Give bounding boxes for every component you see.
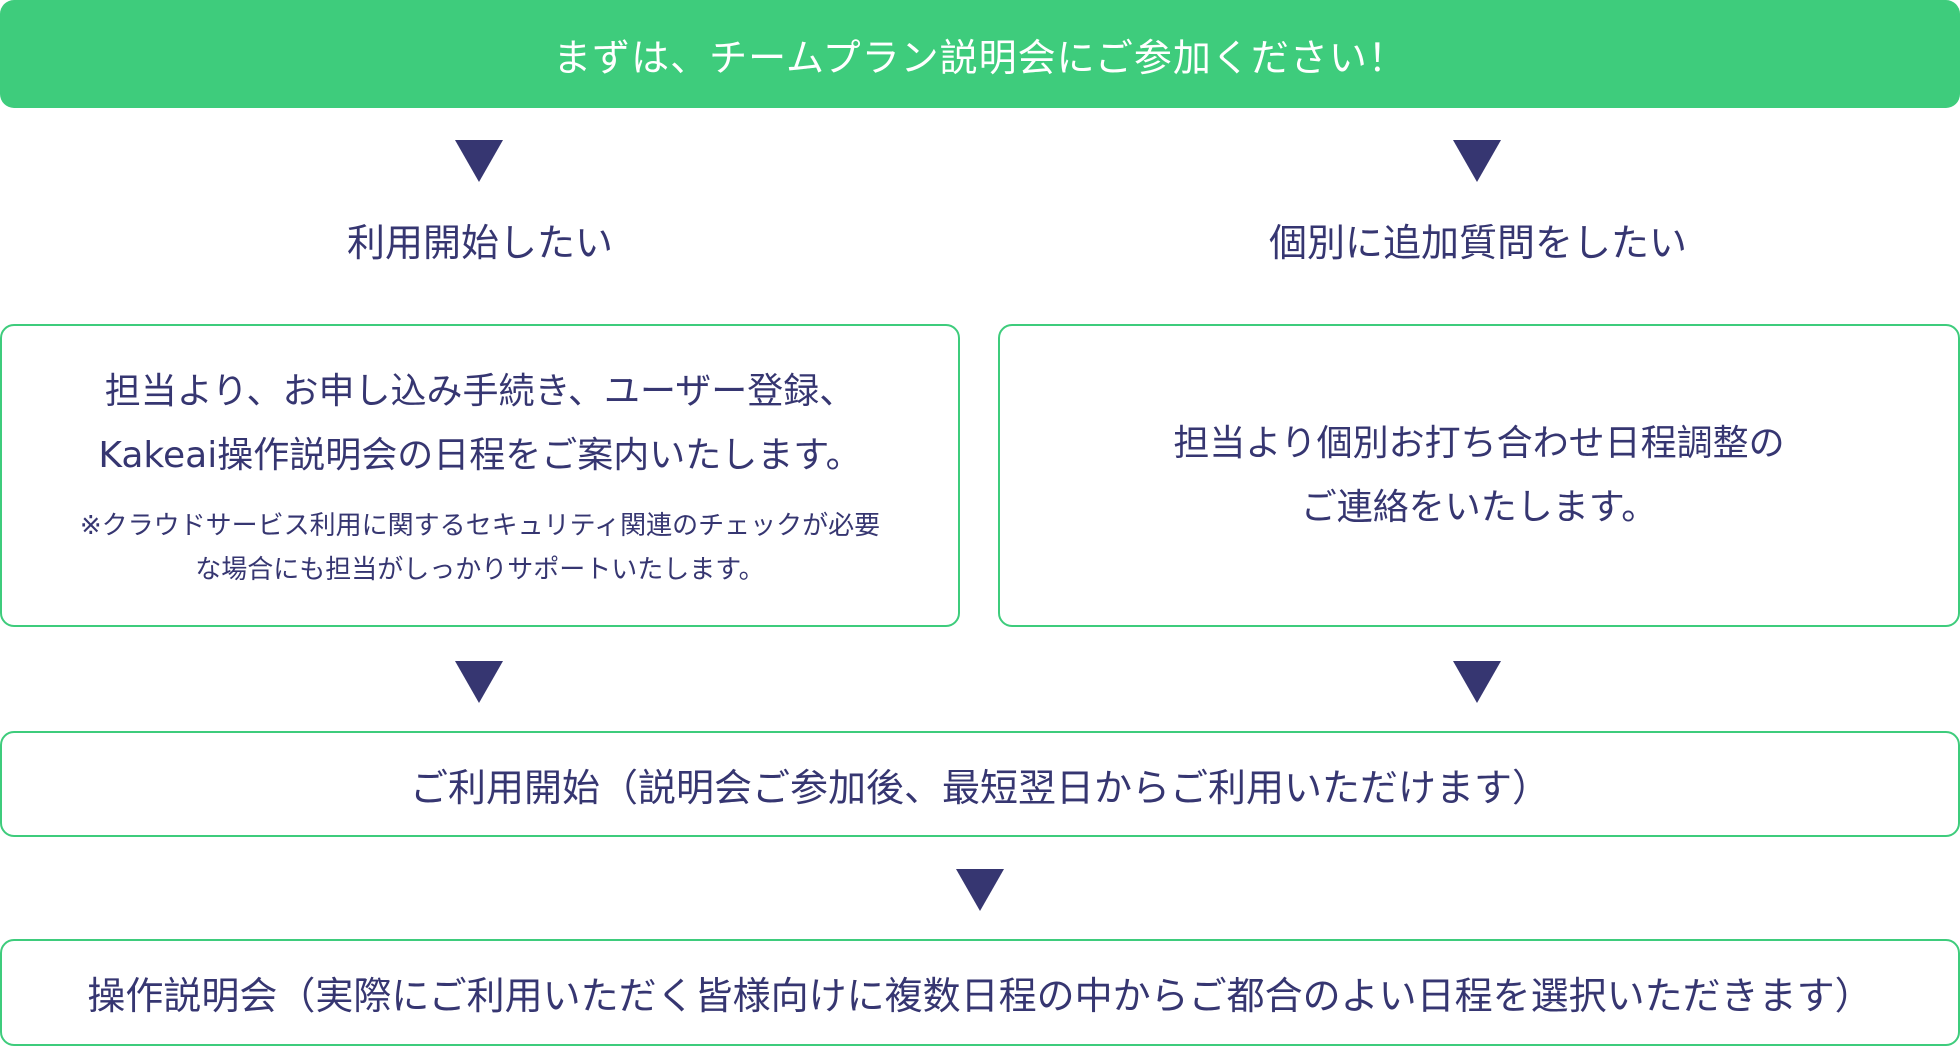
arrow-down-icon <box>1453 140 1501 182</box>
start-use-line-2: Kakeai操作説明会の日程をご案内いたします。 <box>98 434 862 476</box>
individual-meeting-line-1: 担当より個別お打ち合わせ日程調整の <box>1173 422 1785 464</box>
arrow-down-icon <box>455 140 503 182</box>
box-operation-session: 操作説明会（実際にご利用いただく皆様向けに複数日程の中からご都合のよい日程を選択… <box>0 939 1960 1046</box>
branch-label-start-use: 利用開始したい <box>346 221 613 265</box>
box-start-use-guidance: 担当より、お申し込み手続き、ユーザー登録、 Kakeai操作説明会の日程をご案内… <box>0 324 960 627</box>
box-individual-meeting: 担当より個別お打ち合わせ日程調整の ご連絡をいたします。 <box>998 324 1960 627</box>
branch-label-additional-questions: 個別に追加質問をしたい <box>1268 221 1687 265</box>
operation-session-text: 操作説明会（実際にご利用いただく皆様向けに複数日程の中からご都合のよい日程を選択… <box>87 974 1873 1018</box>
box-usage-start: ご利用開始（説明会ご参加後、最短翌日からご利用いただけます） <box>0 731 1960 837</box>
usage-start-text: ご利用開始（説明会ご参加後、最短翌日からご利用いただけます） <box>409 765 1550 810</box>
banner-text: まずは、チームプラン説明会にご参加ください！ <box>553 35 1407 80</box>
security-note-line-1: ※クラウドサービス利用に関するセキュリティ関連のチェックが必要 <box>79 510 881 541</box>
individual-meeting-message: 担当より個別お打ち合わせ日程調整の ご連絡をいたします。 <box>1173 412 1784 540</box>
security-note-line-2: な場合にも担当がしっかりサポートいたします。 <box>195 554 765 585</box>
arrow-down-icon <box>1453 661 1501 703</box>
header-banner: まずは、チームプラン説明会にご参加ください！ <box>0 0 1960 108</box>
individual-meeting-line-2: ご連絡をいたします。 <box>1300 486 1658 528</box>
security-note: ※クラウドサービス利用に関するセキュリティ関連のチェックが必要 な場合にも担当が… <box>80 504 880 592</box>
start-use-line-1: 担当より、お申し込み手続き、ユーザー登録、 <box>104 370 856 412</box>
start-use-message: 担当より、お申し込み手続き、ユーザー登録、 Kakeai操作説明会の日程をご案内… <box>98 360 861 488</box>
arrow-down-icon <box>455 661 503 703</box>
arrow-down-icon <box>956 869 1004 911</box>
